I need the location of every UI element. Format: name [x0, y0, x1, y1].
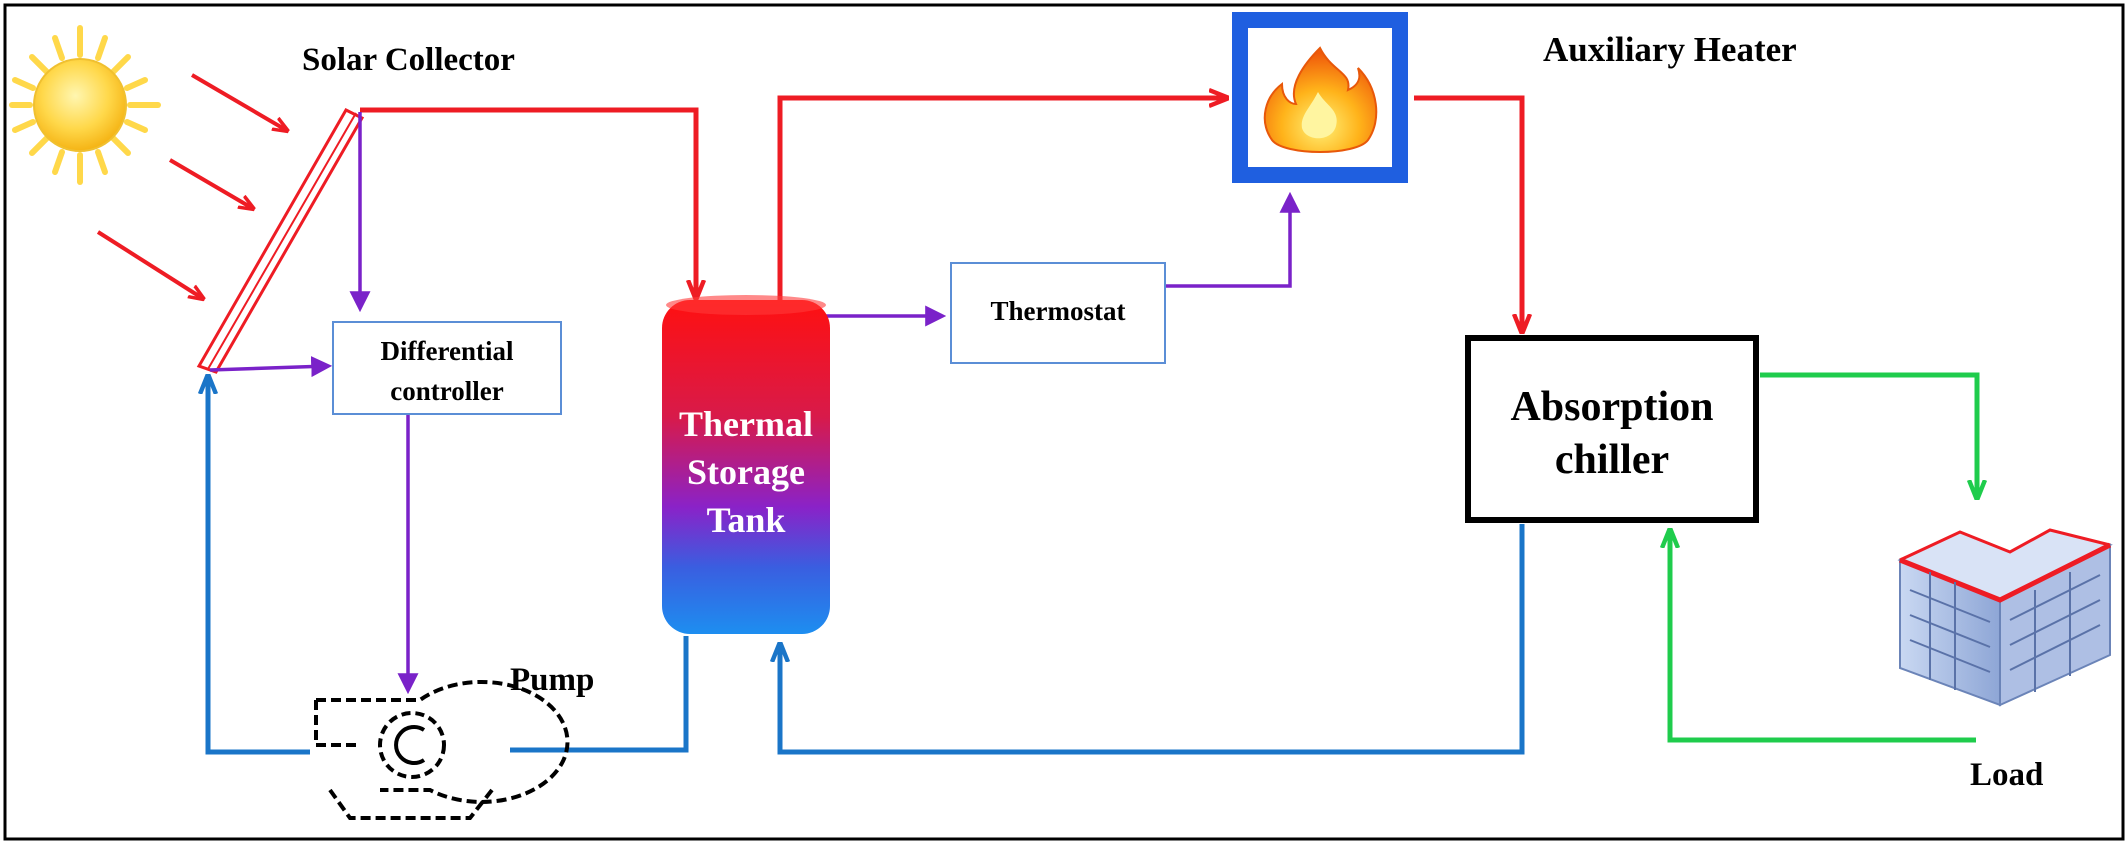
- thermal-storage-tank: Thermal Storage Tank: [662, 295, 830, 634]
- differential-controller-label-line1: Differential: [381, 336, 514, 366]
- absorption-chiller-label-line2: chiller: [1555, 437, 1669, 483]
- building-icon: [1897, 528, 2113, 707]
- load-label: Load: [1970, 757, 2043, 793]
- sun-icon: [9, 25, 161, 185]
- control-lines: [209, 112, 1301, 695]
- differential-controller-label-line2: controller: [390, 376, 503, 406]
- flame-icon: [1263, 46, 1378, 153]
- thermostat-label: Thermostat: [991, 296, 1126, 326]
- cold-line-chiller-to-tank: [780, 524, 1525, 755]
- chilled-lines: [1670, 372, 1977, 743]
- absorption-chiller-box: Absorption chiller: [1465, 335, 1759, 523]
- thermostat-box: Thermostat: [950, 262, 1166, 364]
- tank-label-line2: Storage: [687, 452, 805, 492]
- solar-collector-panel: [196, 108, 365, 374]
- pump-label: Pump: [510, 662, 594, 698]
- auxiliary-heater-label: Auxiliary Heater: [1543, 30, 1797, 69]
- solar-rays: [96, 73, 286, 298]
- solar-collector-label: Solar Collector: [302, 42, 515, 78]
- control-line-thermostat-to-heater: [1166, 191, 1301, 288]
- cold-lines: [208, 378, 1525, 755]
- control-line-collector-bottom-to-controller: [209, 356, 333, 378]
- differential-controller-box: Differential controller: [332, 321, 562, 415]
- hot-line-collector-to-tank: [360, 107, 696, 296]
- auxiliary-heater-box: [1232, 12, 1408, 183]
- tank-label-line1: Thermal: [679, 404, 813, 444]
- hot-line-heater-to-chiller: [1414, 95, 1522, 330]
- chilled-line-load-to-chiller: [1670, 532, 1976, 743]
- hot-line-tank-to-heater: [777, 98, 1225, 300]
- absorption-chiller-label-line1: Absorption: [1510, 384, 1713, 430]
- cold-line-pump-to-collector: [208, 378, 310, 755]
- pump-icon: [314, 679, 570, 820]
- outer-frame: [3, 3, 2125, 841]
- chilled-line-chiller-to-load: [1760, 372, 1977, 496]
- tank-label-line3: Tank: [707, 500, 786, 540]
